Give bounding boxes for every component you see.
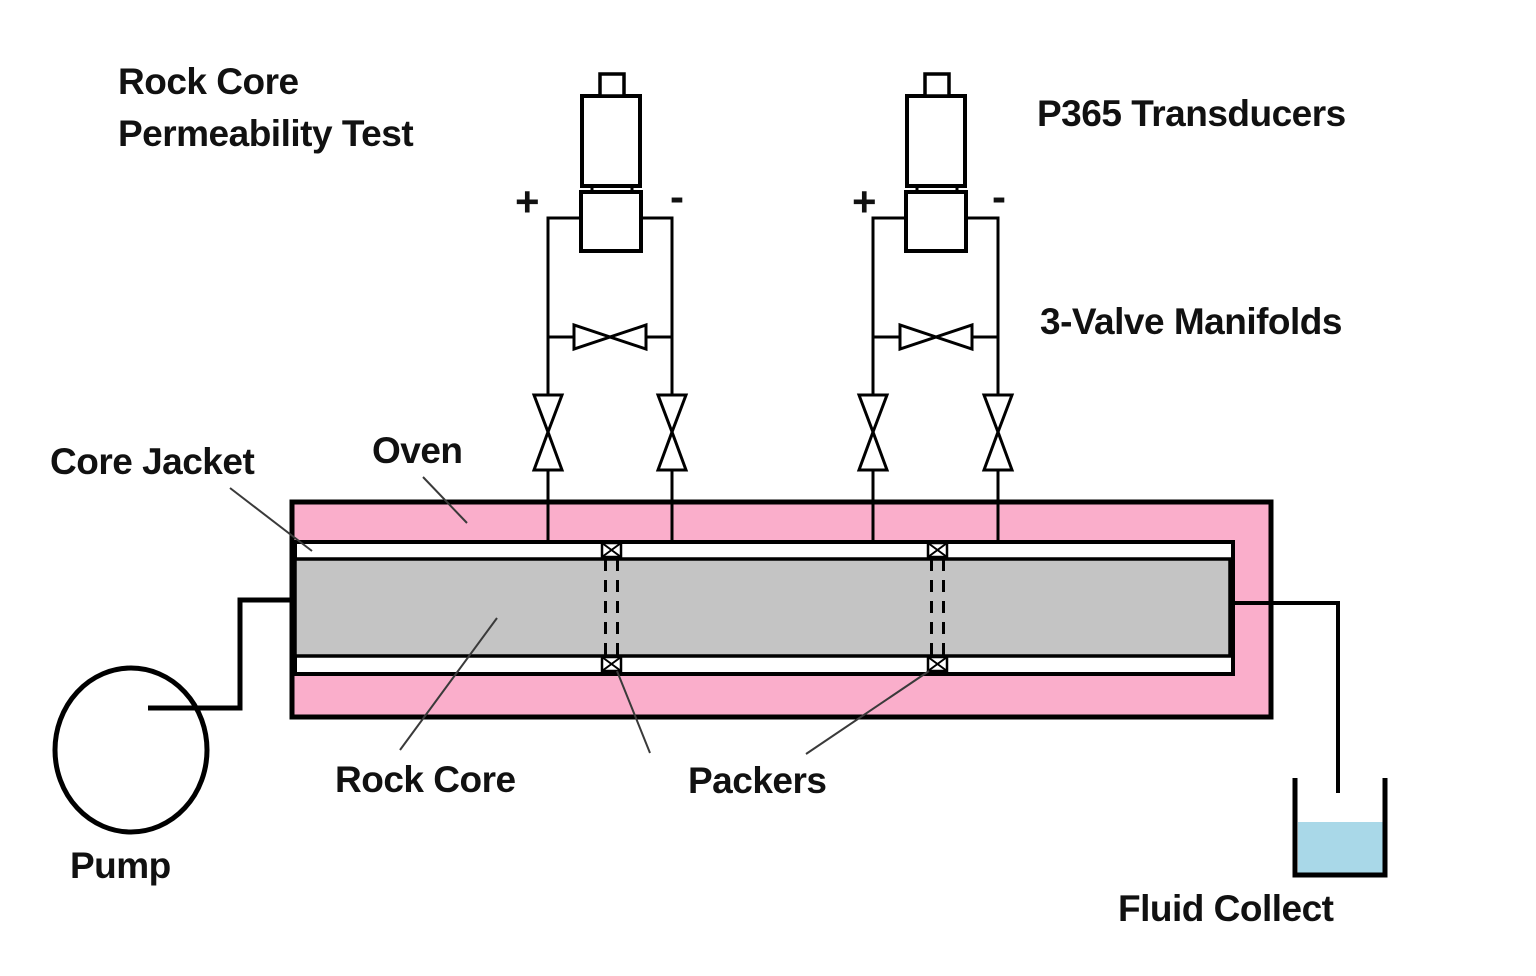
pump-icon: [52, 665, 210, 835]
rock-core-shape: [293, 557, 1232, 658]
minus-sign-left: -: [670, 173, 684, 220]
title-line-2: Permeability Test: [118, 113, 414, 154]
diagram-title: Rock Core Permeability Test: [118, 56, 414, 160]
transducer-plug: [923, 72, 951, 98]
fluid-level: [1298, 822, 1383, 873]
bypass-valve-icon: [572, 322, 648, 352]
packer-dashed-lines: [604, 559, 619, 655]
fluid-collect-beaker: [1292, 778, 1388, 878]
leader-lines: [229, 476, 930, 755]
label-pump: Pump: [70, 845, 171, 886]
manifold-right-valves: [856, 322, 1015, 472]
transducer-left: [579, 72, 643, 253]
packers-leader-right: [805, 670, 930, 755]
label-transducers: P365 Transducers: [1037, 93, 1346, 134]
manifold-left-valves: [531, 322, 689, 472]
beaker-icon: [1292, 778, 1388, 878]
label-rock-core: Rock Core: [335, 759, 516, 800]
plus-sign-right: +: [852, 178, 877, 225]
outlet-pipe: [1232, 601, 1340, 793]
manifold-right-pipes: [871, 216, 1000, 542]
packer-seal-bottom: [600, 655, 623, 673]
plus-sign-left: +: [515, 178, 540, 225]
pump-inlet-pipe: [148, 597, 290, 711]
inlet-valve-icon: [531, 393, 565, 472]
bypass-valve-icon: [898, 322, 974, 352]
packer-right: [926, 541, 949, 673]
label-core-jacket: Core Jacket: [50, 441, 255, 482]
rock-core-leader: [399, 617, 498, 751]
transducer-base: [579, 190, 643, 253]
packer-seal-bottom: [926, 655, 949, 673]
minus-sign-right: -: [992, 173, 1006, 220]
manifold-left-pipes: [546, 216, 674, 542]
transducer-base: [904, 190, 968, 253]
transducer-plug: [598, 72, 626, 98]
transducer-body: [580, 94, 642, 188]
outlet-valve-icon: [981, 393, 1015, 472]
oven-leader: [422, 476, 468, 524]
label-packers: Packers: [688, 760, 827, 801]
packer-seal-top: [600, 541, 623, 559]
transducer-body: [905, 94, 967, 188]
label-manifolds: 3-Valve Manifolds: [1040, 301, 1343, 342]
inlet-valve-icon: [856, 393, 890, 472]
packer-dashed-lines: [930, 559, 945, 655]
packer-seal-top: [926, 541, 949, 559]
packers-leader-left: [616, 670, 651, 754]
transducer-right: [904, 72, 968, 253]
core-jacket-leader: [229, 487, 313, 552]
packer-left: [600, 541, 623, 673]
label-oven: Oven: [372, 430, 463, 471]
outlet-valve-icon: [655, 393, 689, 472]
label-fluid-collect: Fluid Collect: [1118, 888, 1334, 929]
title-line-1: Rock Core: [118, 61, 299, 102]
